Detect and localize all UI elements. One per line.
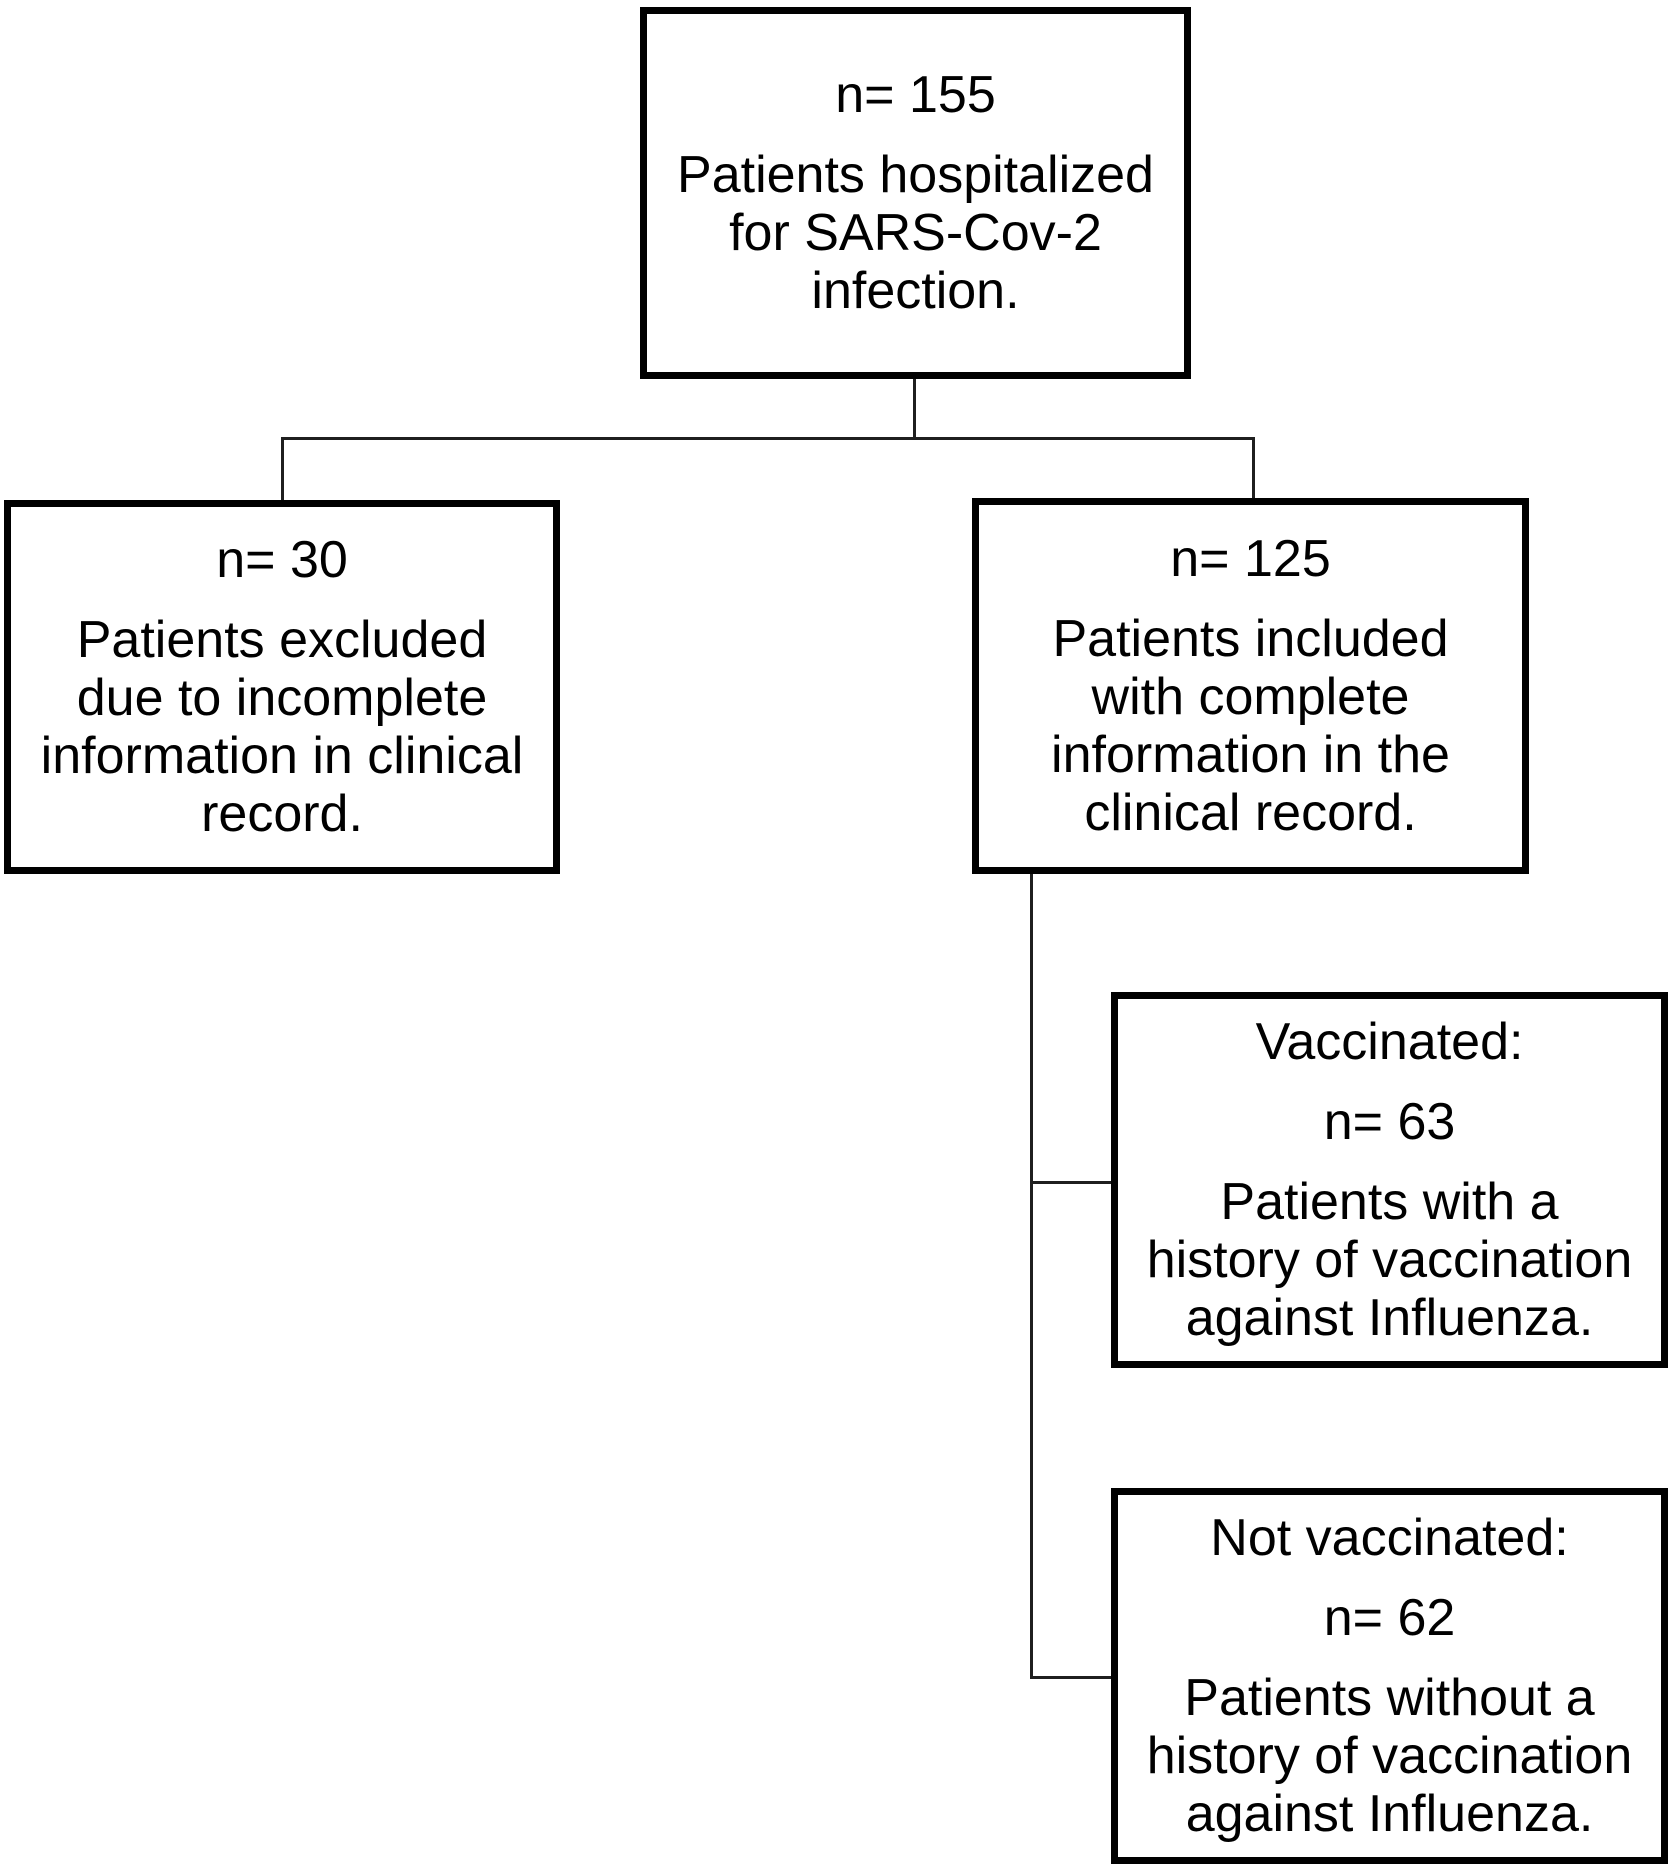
node-vaccinated-patients: Vaccinated: n= 63 Patients with a histor…	[1111, 992, 1668, 1368]
vaccinated-description: Patients with a history of vaccination a…	[1146, 1173, 1633, 1347]
node-not-vaccinated-patients: Not vaccinated: n= 62 Patients without a…	[1111, 1488, 1668, 1864]
total-description: Patients hospitalized for SARS-Cov-2 inf…	[677, 146, 1154, 320]
connector-included-stem	[1030, 873, 1033, 1679]
not-vaccinated-n-count: n= 62	[1323, 1589, 1456, 1647]
connector-split-rail	[281, 437, 1255, 440]
connector-total-drop	[913, 378, 916, 440]
not-vaccinated-group-label: Not vaccinated:	[1210, 1509, 1569, 1567]
node-included-patients: n= 125 Patients included with complete i…	[972, 498, 1529, 874]
included-description: Patients included with complete informat…	[1051, 610, 1450, 842]
vaccinated-group-label: Vaccinated:	[1255, 1013, 1524, 1071]
excluded-n-count: n= 30	[216, 531, 348, 589]
excluded-description: Patients excluded due to incomplete info…	[40, 611, 524, 843]
node-excluded-patients: n= 30 Patients excluded due to incomplet…	[4, 500, 560, 874]
included-n-count: n= 125	[1170, 530, 1331, 588]
not-vaccinated-description: Patients without a history of vaccinatio…	[1146, 1669, 1633, 1843]
connector-included-drop	[1252, 437, 1255, 499]
connector-not-vaccinated-branch	[1030, 1676, 1112, 1679]
connector-vaccinated-branch	[1030, 1181, 1112, 1184]
total-n-count: n= 155	[835, 66, 996, 124]
vaccinated-n-count: n= 63	[1323, 1093, 1456, 1151]
node-total-patients: n= 155 Patients hospitalized for SARS-Co…	[640, 7, 1191, 379]
connector-excluded-drop	[281, 437, 284, 501]
